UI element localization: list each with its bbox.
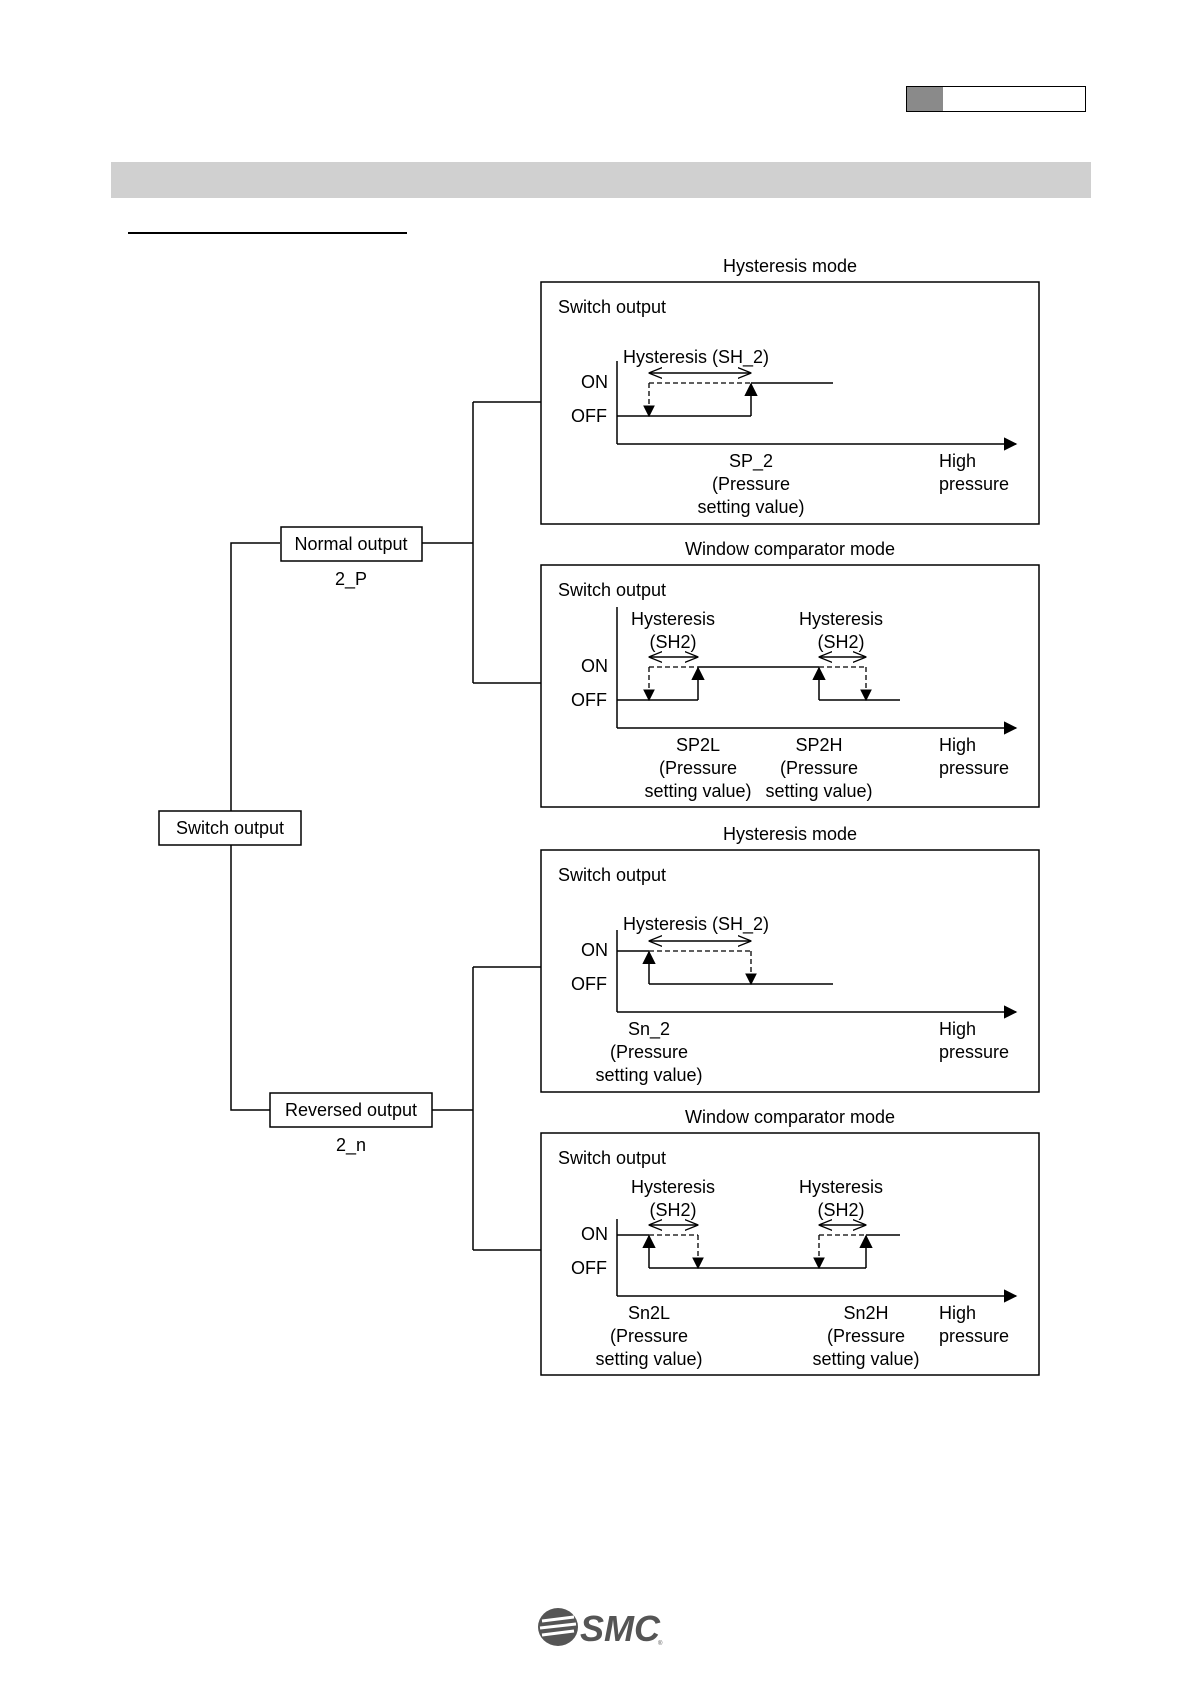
hysteresis-a-line1: Hysteresis bbox=[631, 609, 715, 629]
hysteresis-b-line1: Hysteresis bbox=[799, 609, 883, 629]
off-label: OFF bbox=[571, 1258, 607, 1278]
x-end-line2: pressure bbox=[939, 474, 1009, 494]
panel-axis-label: Switch output bbox=[558, 1148, 666, 1168]
section-title-bar bbox=[111, 162, 1091, 198]
x-label-2-line2: (Pressure bbox=[780, 758, 858, 778]
panel-reversed-hysteresis: Hysteresis mode Switch output Hysteresis… bbox=[540, 824, 1040, 1093]
root-node-label: Switch output bbox=[176, 818, 284, 838]
x-label-1-line3: setting value) bbox=[595, 1349, 702, 1369]
smc-logo-text: SMC bbox=[580, 1608, 661, 1649]
hysteresis-a-line2: (SH2) bbox=[649, 1200, 696, 1220]
x-end-line2: pressure bbox=[939, 758, 1009, 778]
x-label-2-line1: SP2H bbox=[795, 735, 842, 755]
x-end-line1: High bbox=[939, 1303, 976, 1323]
hysteresis-b-line1: Hysteresis bbox=[799, 1177, 883, 1197]
panel-normal-window: Window comparator mode Switch output Hys… bbox=[540, 539, 1040, 808]
reversed-output-label: Reversed output bbox=[285, 1100, 417, 1120]
x-end-line1: High bbox=[939, 1019, 976, 1039]
x-end-line1: High bbox=[939, 735, 976, 755]
x-label-1-line2: (Pressure bbox=[659, 758, 737, 778]
panel-mode-title: Window comparator mode bbox=[685, 539, 895, 559]
panel-normal-hysteresis: Hysteresis mode Switch output Hysteresis… bbox=[540, 256, 1040, 525]
reversed-output-code: 2_n bbox=[336, 1135, 366, 1156]
panel-mode-title: Window comparator mode bbox=[685, 1107, 895, 1127]
smc-logo: SMC ® bbox=[538, 1608, 663, 1649]
x-label-line2: (Pressure bbox=[610, 1042, 688, 1062]
reversed-output-node: Reversed output 2_n bbox=[269, 1092, 433, 1156]
x-label-2-line1: Sn2H bbox=[843, 1303, 888, 1323]
x-label-1-line2: (Pressure bbox=[610, 1326, 688, 1346]
panel-mode-title: Hysteresis mode bbox=[723, 824, 857, 844]
on-label: ON bbox=[581, 940, 608, 960]
normal-output-label: Normal output bbox=[294, 534, 407, 554]
hysteresis-a-line2: (SH2) bbox=[649, 632, 696, 652]
off-label: OFF bbox=[571, 690, 607, 710]
x-label-2-line3: setting value) bbox=[765, 781, 872, 801]
x-label-line3: setting value) bbox=[595, 1065, 702, 1085]
hysteresis-label: Hysteresis (SH_2) bbox=[623, 914, 769, 935]
header-label-box bbox=[906, 86, 1086, 112]
subsection-underline bbox=[128, 232, 407, 234]
x-label-2-line3: setting value) bbox=[812, 1349, 919, 1369]
panel-mode-title: Hysteresis mode bbox=[723, 256, 857, 276]
x-label-line1: Sn_2 bbox=[628, 1019, 670, 1040]
panel-reversed-window: Window comparator mode Switch output Hys… bbox=[540, 1107, 1040, 1376]
x-end-line2: pressure bbox=[939, 1042, 1009, 1062]
root-node: Switch output bbox=[158, 810, 302, 846]
hysteresis-label: Hysteresis (SH_2) bbox=[623, 347, 769, 368]
x-label-line1: SP_2 bbox=[729, 451, 773, 472]
on-label: ON bbox=[581, 1224, 608, 1244]
off-label: OFF bbox=[571, 406, 607, 426]
on-label: ON bbox=[581, 656, 608, 676]
hysteresis-a-line1: Hysteresis bbox=[631, 1177, 715, 1197]
x-label-1-line1: SP2L bbox=[676, 735, 720, 755]
x-end-line2: pressure bbox=[939, 1326, 1009, 1346]
tree-connectors bbox=[230, 401, 541, 1251]
on-label: ON bbox=[581, 372, 608, 392]
panel-axis-label: Switch output bbox=[558, 580, 666, 600]
x-end-line1: High bbox=[939, 451, 976, 471]
x-label-1-line3: setting value) bbox=[644, 781, 751, 801]
off-label: OFF bbox=[571, 974, 607, 994]
svg-text:®: ® bbox=[658, 1640, 663, 1647]
x-label-1-line1: Sn2L bbox=[628, 1303, 670, 1323]
header-label-fill bbox=[907, 87, 943, 111]
panel-axis-label: Switch output bbox=[558, 865, 666, 885]
hysteresis-b-line2: (SH2) bbox=[817, 1200, 864, 1220]
x-label-line3: setting value) bbox=[697, 497, 804, 517]
normal-output-code: 2_P bbox=[335, 569, 367, 590]
x-label-line2: (Pressure bbox=[712, 474, 790, 494]
hysteresis-b-line2: (SH2) bbox=[817, 632, 864, 652]
normal-output-node: Normal output 2_P bbox=[280, 526, 423, 590]
panel-axis-label: Switch output bbox=[558, 297, 666, 317]
x-label-2-line2: (Pressure bbox=[827, 1326, 905, 1346]
